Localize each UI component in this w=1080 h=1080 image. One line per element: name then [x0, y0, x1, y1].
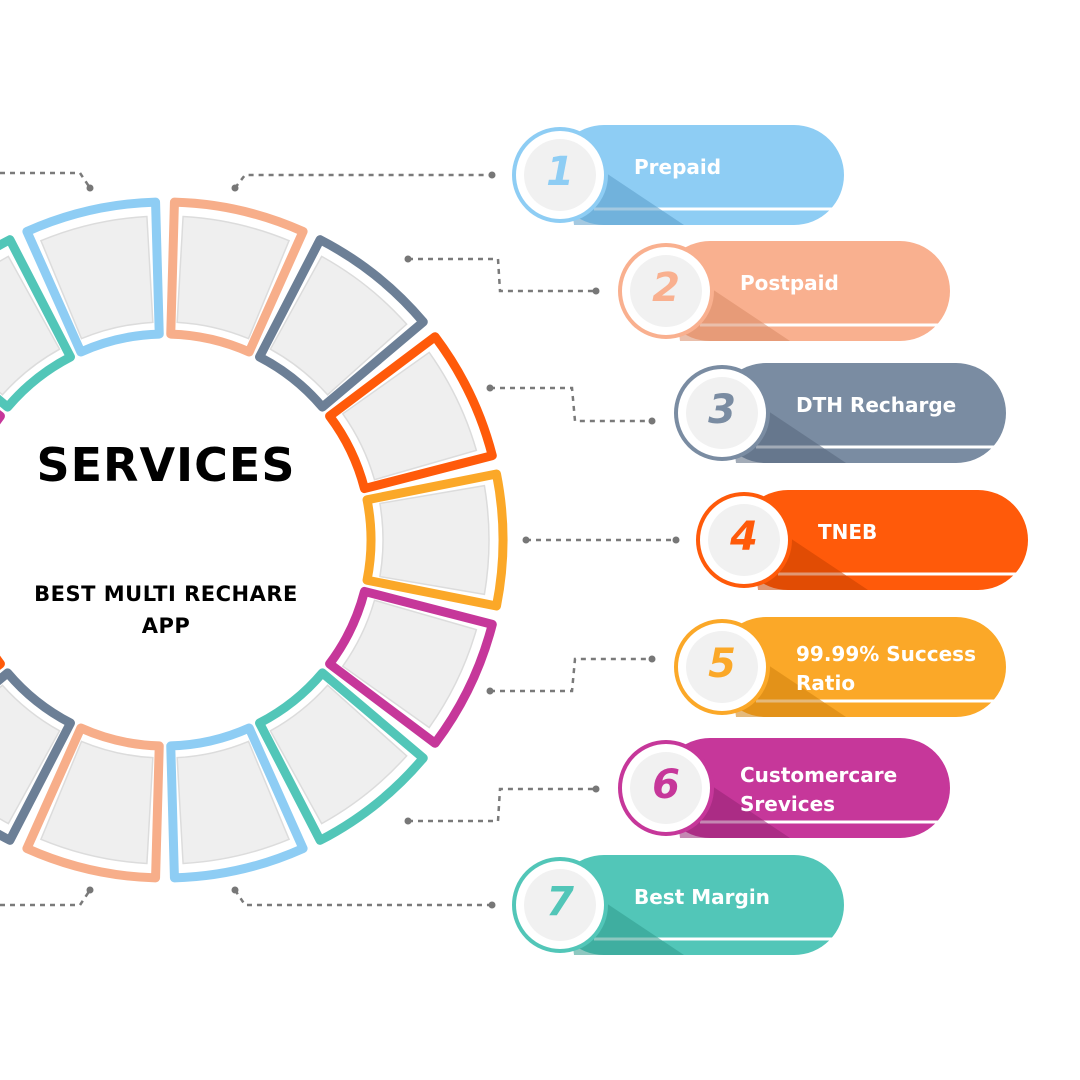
number-badge-inner — [630, 255, 702, 327]
connector-dot — [231, 184, 239, 192]
ring-segment-panel — [0, 684, 61, 825]
connector-dot — [672, 536, 680, 544]
connector-dot — [86, 184, 94, 192]
connector-dot — [404, 817, 412, 825]
ring-segment-panel — [269, 684, 408, 825]
connector-dot — [648, 655, 656, 663]
number-badge-inner — [686, 377, 758, 449]
connector-dot — [488, 171, 496, 179]
ring-segment-panel — [176, 215, 291, 340]
ring-segment-panel — [39, 215, 154, 340]
ring-segment-panel — [341, 599, 478, 729]
service-item-2 — [618, 241, 950, 341]
ring-segment-panel — [0, 255, 61, 396]
number-badge-inner — [630, 752, 702, 824]
number-badge-inner — [524, 139, 596, 211]
connector-dot — [592, 287, 600, 295]
connector-line — [490, 657, 652, 693]
service-item-7 — [512, 855, 844, 955]
number-badge-inner — [686, 631, 758, 703]
connector-line — [0, 171, 92, 189]
service-item-5 — [674, 617, 1006, 717]
connector-dot — [592, 785, 600, 793]
service-item-3 — [674, 363, 1006, 463]
service-item-4 — [696, 490, 1028, 590]
ring-segment-panel — [176, 740, 291, 865]
connector-dot — [486, 687, 494, 695]
ring-segment-panel — [341, 351, 478, 481]
connector-dot — [488, 901, 496, 909]
connector-line — [0, 889, 92, 907]
connector-lines — [0, 171, 680, 909]
connector-line — [490, 386, 652, 423]
number-badge-inner — [708, 504, 780, 576]
service-item-1 — [512, 125, 844, 225]
connector-line — [234, 173, 492, 189]
connector-line — [233, 889, 492, 907]
connector-dot — [522, 536, 530, 544]
connector-dot — [486, 384, 494, 392]
connector-dot — [86, 886, 94, 894]
service-item-6 — [618, 738, 950, 838]
ring-segment-panel — [269, 255, 408, 396]
service-pills — [512, 125, 1028, 955]
number-badge-inner — [524, 869, 596, 941]
ring-segment-panel — [39, 740, 154, 865]
connector-dot — [231, 886, 239, 894]
connector-dot — [404, 255, 412, 263]
connector-line — [408, 257, 596, 293]
connector-line — [408, 787, 596, 823]
ring-segment-panel — [379, 484, 490, 596]
segment-ring — [0, 197, 508, 883]
connector-dot — [648, 417, 656, 425]
